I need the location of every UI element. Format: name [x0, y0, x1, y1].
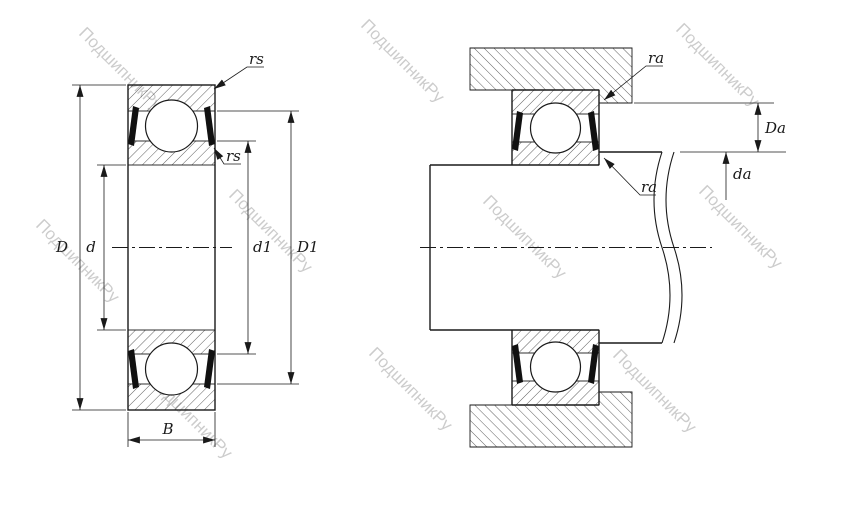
label-ra-housing: ra — [648, 49, 664, 67]
watermark-text: ПодшипникРу — [32, 215, 123, 306]
ball-top — [144, 99, 199, 153]
watermark-text: ПодшипникРу — [365, 343, 456, 434]
right-view-mounting-section: ra ra Da da — [420, 47, 786, 448]
shield-top-right — [588, 111, 599, 151]
dimension-D: D — [55, 84, 126, 411]
dimension-d1: d1 — [217, 140, 272, 355]
label-rs-inner: rs — [226, 147, 241, 165]
shaft-break-line — [653, 151, 671, 344]
shield-bottom-left — [512, 344, 523, 384]
dimension-label-Da: Da — [764, 119, 786, 137]
shield-top-left — [128, 106, 139, 146]
ball-bottom — [144, 342, 199, 396]
ball-bottom — [529, 341, 582, 393]
leader-rs-outer: rs — [213, 50, 264, 90]
shield-bottom-right — [204, 349, 215, 389]
leader-line — [213, 66, 264, 90]
watermark-text: ПодшипникРу — [225, 185, 316, 276]
leader-line — [603, 65, 663, 101]
ball-top — [529, 102, 582, 154]
dimension-D1: D1 — [217, 110, 319, 385]
leader-line — [213, 147, 241, 165]
watermark-text: ПодшипникРу — [695, 181, 786, 272]
leader-rs-inner: rs — [213, 147, 241, 165]
shield-top-right — [204, 106, 215, 146]
dimension-B: B — [127, 412, 216, 447]
dimension-da: da — [722, 152, 752, 200]
watermark-text: ПодшипникРу — [357, 15, 448, 106]
watermark-text: ПодшипникРу — [479, 191, 570, 282]
dimension-Da: Da — [634, 102, 786, 153]
dimension-label-D: D — [55, 238, 68, 256]
dimension-label-d: d — [86, 238, 96, 256]
dimension-label-da: da — [733, 165, 752, 183]
dimension-label-D1: D1 — [296, 238, 319, 256]
shield-bottom-right — [588, 344, 599, 384]
leader-line — [603, 157, 656, 196]
dimension-label-B: B — [161, 420, 173, 438]
dimension-label-d1: d1 — [253, 238, 272, 256]
watermark-text: ПодшипникРу — [672, 19, 763, 110]
shield-bottom-left — [128, 349, 139, 389]
left-view-bearing-section: D d d1 D1 B — [55, 50, 319, 447]
leader-ra-housing: ra — [603, 49, 664, 101]
dimension-d: d — [86, 164, 126, 331]
shield-top-left — [512, 111, 523, 151]
leader-ra-shaft: ra — [603, 157, 657, 196]
label-rs-outer: rs — [249, 50, 264, 68]
label-ra-shaft: ra — [641, 178, 657, 196]
